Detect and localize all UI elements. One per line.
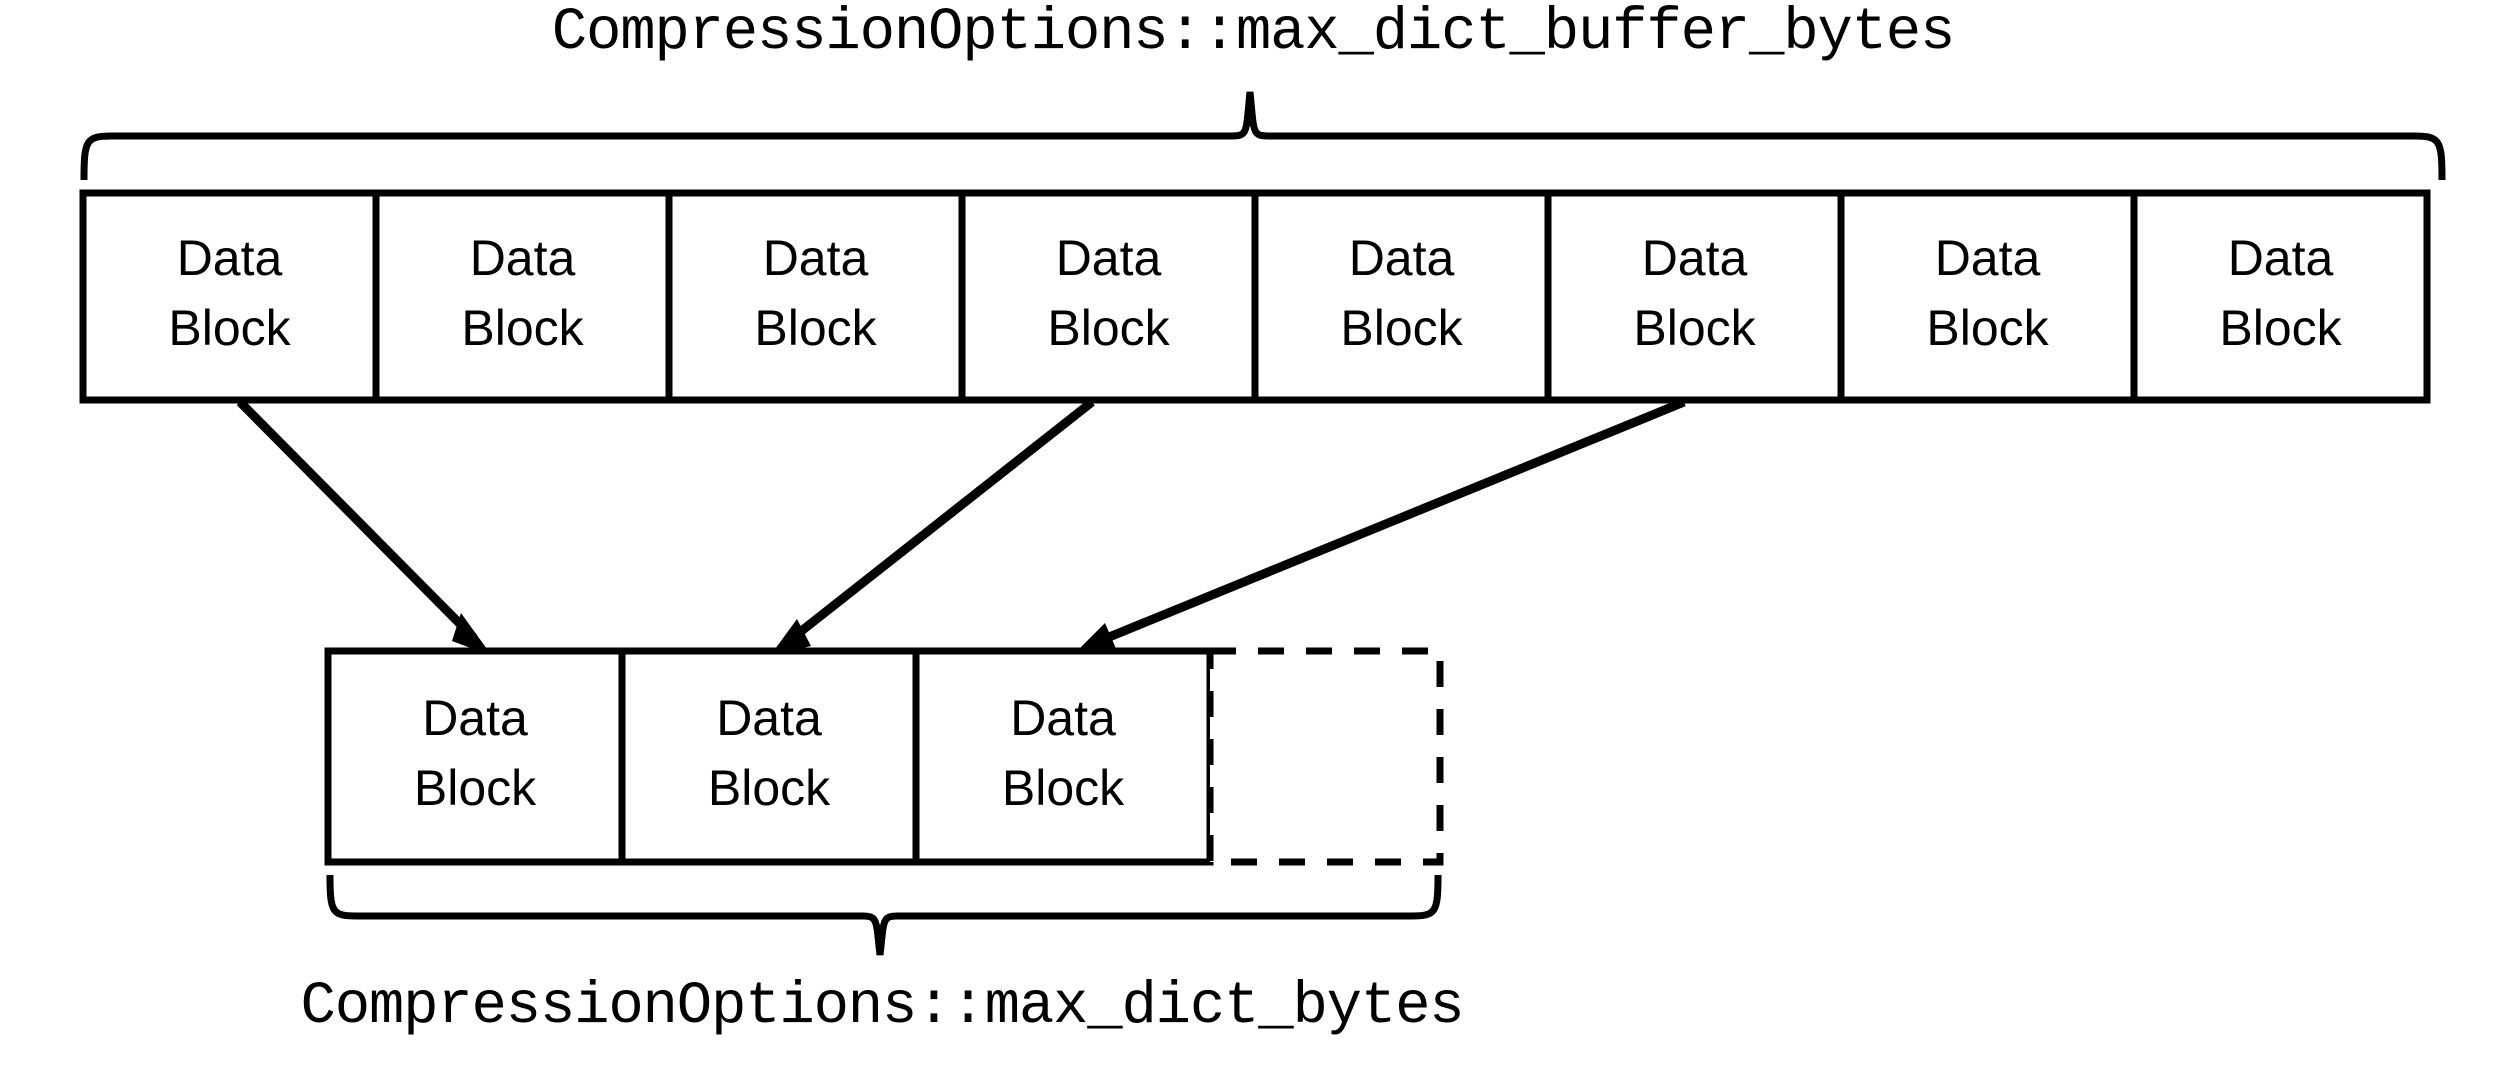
top-data-block-label-line2: Block	[461, 300, 584, 356]
bottom-data-block-label-line1: Data	[1010, 690, 1116, 746]
top-data-block-label-line2: Block	[754, 300, 877, 356]
top-data-block-label-line1: Data	[1935, 230, 2041, 286]
arrow-top-block-1-to-bottom-block-1	[236, 398, 492, 656]
bottom-caption-label: CompressionOptions::max_dict_bytes	[301, 973, 1464, 1040]
arrow-top-block-6-to-bottom-block-3	[1074, 397, 1686, 654]
top-data-block-label-line1: Data	[763, 230, 869, 286]
bottom-empty-slot-dashed[interactable]	[1206, 647, 1444, 866]
top-data-block-label-line2: Block	[168, 300, 291, 356]
bottom-data-block-label-line2: Block	[708, 760, 831, 816]
bottom-data-block-label-line2: Block	[414, 760, 537, 816]
top-data-block[interactable]	[1837, 189, 2138, 404]
top-data-block[interactable]	[665, 189, 966, 404]
arrow-head-icon	[770, 619, 811, 656]
top-data-block-label-line2: Block	[1633, 300, 1756, 356]
bottom-data-block[interactable]	[912, 647, 1214, 866]
top-data-block[interactable]	[79, 189, 380, 404]
top-data-block-label-line2: Block	[2219, 300, 2342, 356]
bottom-brace	[326, 874, 1442, 956]
top-data-block-label-line1: Data	[470, 230, 576, 286]
bottom-data-block-label-line2: Block	[1002, 760, 1125, 816]
arrow-top-block-4-to-bottom-block-2	[770, 398, 1095, 656]
bottom-data-block[interactable]	[618, 647, 920, 866]
top-data-block-label-line1: Data	[2228, 230, 2334, 286]
top-data-block[interactable]	[1544, 189, 1845, 404]
bottom-block-row: Data Block Data Block Data Block	[324, 647, 1444, 866]
top-data-block-label-line1: Data	[177, 230, 283, 286]
top-data-block-label-line2: Block	[1340, 300, 1463, 356]
top-data-block-label-line1: Data	[1349, 230, 1455, 286]
top-data-block-label-line2: Block	[1047, 300, 1170, 356]
top-data-block[interactable]	[2130, 189, 2431, 404]
top-data-block-label-line1: Data	[1056, 230, 1162, 286]
top-brace	[80, 91, 2446, 181]
arrow-head-icon	[1074, 623, 1117, 654]
top-data-block[interactable]	[958, 189, 1259, 404]
arrow-head-icon	[452, 613, 492, 656]
top-data-block[interactable]	[372, 189, 673, 404]
top-data-block-label-line1: Data	[1642, 230, 1748, 286]
bottom-data-block-label-line1: Data	[716, 690, 822, 746]
top-data-block-label-line2: Block	[1926, 300, 2049, 356]
bottom-data-block[interactable]	[324, 647, 626, 866]
top-block-row: Data Block Data Block Data Block Data Bl…	[79, 189, 2431, 404]
bottom-data-block-label-line1: Data	[422, 690, 528, 746]
top-data-block[interactable]	[1251, 189, 1552, 404]
top-caption-label: CompressionOptions::max_dict_buffer_byte…	[552, 0, 1954, 66]
